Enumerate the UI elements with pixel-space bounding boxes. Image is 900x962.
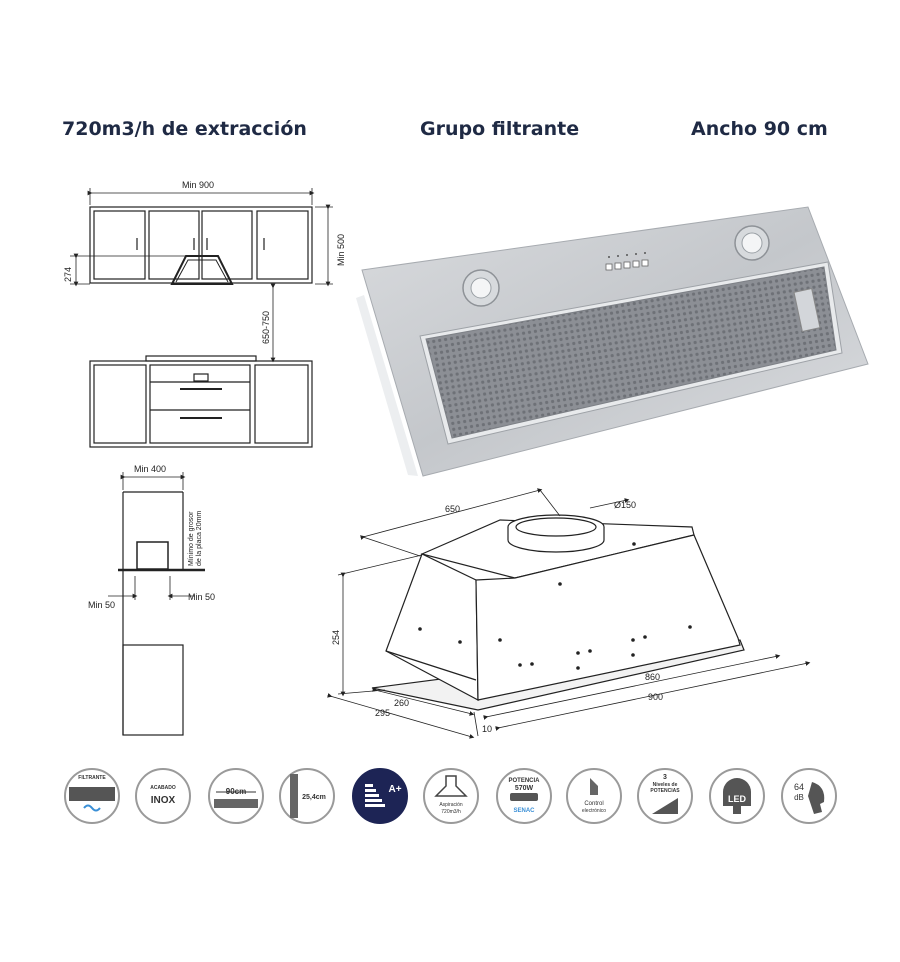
feature-icons: FILTRANTE ACABADO INOX 90cm 25,4cm [64, 768, 837, 824]
min-50-left-label: Min 50 [88, 600, 115, 610]
min-50-right-label: Min 50 [188, 592, 215, 602]
svg-text:3: 3 [663, 774, 667, 781]
svg-text:SENAC: SENAC [513, 808, 535, 814]
power-icon: POTENCIA 570W SENAC [496, 768, 552, 824]
finish-inox-icon: ACABADO INOX [135, 768, 191, 824]
svg-text:25,4cm: 25,4cm [302, 794, 326, 801]
svg-text:electrónico: electrónico [582, 808, 606, 814]
extraction-heading: 720m3/h de extracción [62, 118, 307, 140]
d-650-label: 650 [445, 504, 460, 514]
d-260-label: 260 [394, 698, 409, 708]
min-400-label: Min 400 [134, 464, 166, 474]
filter-icon: FILTRANTE [64, 768, 120, 824]
min-grease-label-2: de la placa 20mm [196, 511, 203, 566]
min-500-label: Min 500 [336, 234, 346, 266]
h-274-label: 274 [63, 267, 73, 282]
energy-class-icon: A+ [352, 768, 408, 824]
power-levels-icon: 3 Niveles de POTENCIAS [637, 768, 693, 824]
hood-technical-drawing [371, 514, 745, 711]
svg-text:FILTRANTE: FILTRANTE [78, 775, 106, 781]
d-900-label: 900 [648, 692, 663, 702]
filter-heading: Grupo filtrante [420, 118, 580, 140]
svg-text:dB: dB [794, 793, 804, 802]
led-icon: LED [709, 768, 765, 824]
electronic-control-icon: Control electrónico [566, 768, 622, 824]
wall-cabinets-drawing [89, 206, 313, 285]
dimension-lines-hood [327, 488, 811, 739]
svg-text:LED: LED [728, 794, 747, 804]
svg-text:Niveles de: Niveles de [653, 782, 678, 788]
dimension-lines-top [70, 188, 333, 363]
d-295-label: 295 [375, 708, 390, 718]
min-900-label: Min 900 [182, 180, 214, 190]
svg-text:A+: A+ [388, 784, 401, 795]
suction-icon: Aspiración 720m3/h [423, 768, 479, 824]
d-860-label: 860 [645, 672, 660, 682]
svg-text:POTENCIAS: POTENCIAS [650, 788, 680, 794]
d-150-label: Ø150 [614, 500, 636, 510]
width-heading: Ancho 90 cm [691, 118, 828, 140]
d-10-label: 10 [482, 724, 492, 734]
svg-text:570W: 570W [515, 785, 534, 792]
hood-product-image [356, 206, 869, 477]
svg-text:Aspiración: Aspiración [439, 802, 463, 808]
h-650-750-label: 650-750 [261, 311, 271, 344]
d-254-label: 254 [331, 630, 341, 645]
svg-text:720m3/h: 720m3/h [441, 809, 461, 815]
svg-text:64: 64 [794, 782, 804, 792]
height-icon: 25,4cm [279, 768, 335, 824]
base-cabinets-drawing [89, 355, 313, 448]
min-grease-label-1: Mínimo de grosor [188, 511, 195, 566]
side-section-drawing [118, 491, 205, 736]
svg-text:90cm: 90cm [226, 787, 246, 796]
noise-level-icon: 64 dB [781, 768, 837, 824]
dimension-lines-side [108, 472, 195, 600]
width-icon: 90cm [208, 768, 264, 824]
svg-text:INOX: INOX [151, 795, 176, 806]
svg-text:POTENCIA: POTENCIA [508, 778, 540, 784]
svg-text:ACABADO: ACABADO [150, 785, 176, 791]
svg-text:Control: Control [584, 801, 603, 807]
